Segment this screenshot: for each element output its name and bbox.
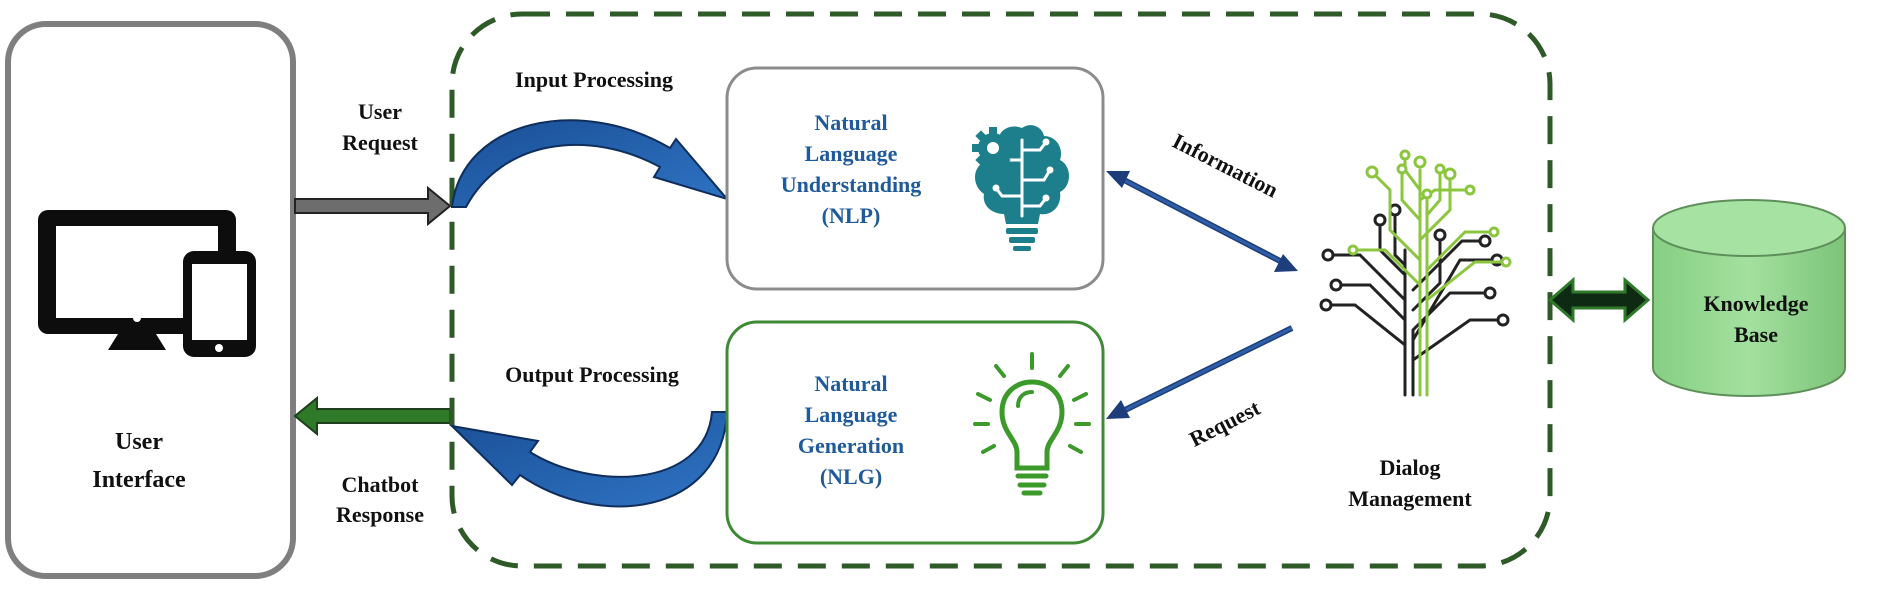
nlg-box <box>725 320 1105 545</box>
chatbot-response-label-1: Chatbot <box>341 472 419 497</box>
dialog-management-label-1: Dialog <box>1379 455 1440 480</box>
user-interface-label-2: Interface <box>92 467 186 493</box>
nlg-label-4: (NLG) <box>820 464 882 489</box>
nlu-label-1: Natural <box>814 110 887 135</box>
output-processing-curved-arrow <box>449 411 729 508</box>
chatbot-boundary <box>449 11 1553 569</box>
knowledge-base-database <box>1652 199 1846 397</box>
user-interface-label-1: User <box>115 429 163 455</box>
nlu-label-2: Language <box>805 141 898 166</box>
nlg-label-1: Natural <box>814 371 887 396</box>
nlu-label-4: (NLP) <box>822 203 881 228</box>
information-label: Information <box>1169 128 1283 202</box>
input-processing-label: Input Processing <box>515 67 673 92</box>
chatbot-response-label-2: Response <box>336 502 424 527</box>
user-request-arrow <box>294 185 452 227</box>
request-arrow <box>1106 325 1294 419</box>
input-processing-curved-arrow <box>450 119 730 208</box>
circuit-tree-icon <box>1319 149 1512 397</box>
lightbulb-icon <box>973 352 1091 496</box>
chatbot-response-arrow <box>293 395 451 437</box>
nlg-label-2: Language <box>805 402 898 427</box>
output-processing-label: Output Processing <box>505 362 679 387</box>
knowledge-base-label-1: Knowledge <box>1703 291 1808 316</box>
knowledge-base-arrow <box>1547 276 1651 324</box>
brain-gear-icon <box>972 125 1069 251</box>
information-arrow <box>1106 171 1298 272</box>
computer-devices-icon <box>38 210 256 357</box>
user-request-label-2: Request <box>342 130 418 155</box>
knowledge-base-label-2: Base <box>1734 322 1778 347</box>
dialog-management-label-2: Management <box>1348 486 1472 511</box>
user-request-label-1: User <box>358 99 402 124</box>
nlg-label-3: Generation <box>798 433 904 458</box>
request-label: Request <box>1185 395 1264 452</box>
nlu-label-3: Understanding <box>781 172 922 197</box>
